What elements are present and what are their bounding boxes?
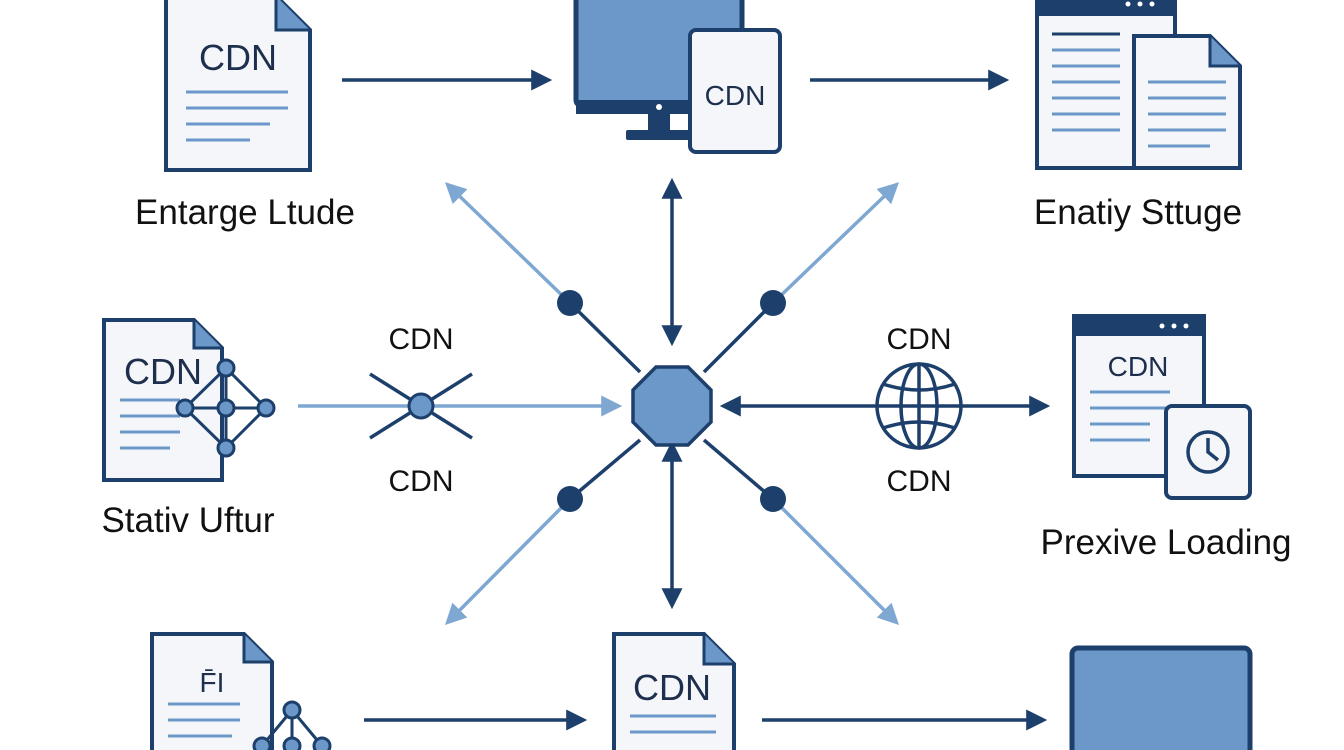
dot-ne bbox=[760, 290, 786, 316]
document-icon bbox=[612, 632, 736, 750]
screen-icon bbox=[1069, 645, 1253, 750]
top-right-node: Enatiy Sttuge bbox=[1034, 0, 1242, 232]
diag-ne-light bbox=[771, 182, 900, 305]
octagon-hub-icon bbox=[631, 365, 713, 447]
diag-nw-dark bbox=[568, 301, 642, 374]
dot-sw bbox=[557, 486, 583, 512]
bottom-center-doc-text: CDN bbox=[633, 667, 711, 708]
bottom-left-doc-text: F̄I bbox=[200, 667, 225, 698]
document-network-icon bbox=[102, 318, 276, 482]
diag-sw-dark bbox=[568, 438, 642, 501]
mid-right-connector-bottom-text: CDN bbox=[887, 465, 952, 498]
globe-icon bbox=[875, 362, 963, 450]
top-right-caption: Enatiy Sttuge bbox=[1034, 193, 1242, 232]
top-center-node: CDN bbox=[573, 0, 782, 154]
bottom-center-node: CDN bbox=[612, 632, 736, 750]
browser-pages-icon bbox=[1035, 0, 1242, 170]
top-left-caption: Entarge Ltude bbox=[135, 193, 355, 232]
cross-node-icon bbox=[369, 372, 473, 440]
diag-sw-light bbox=[445, 497, 572, 625]
mid-left-doc-text: CDN bbox=[124, 351, 202, 392]
mid-left-connector-top-text: CDN bbox=[389, 323, 454, 356]
bottom-left-node: F̄I bbox=[150, 632, 332, 750]
dot-nw bbox=[557, 290, 583, 316]
mid-right-node: CDN Prexive Loading bbox=[1041, 314, 1292, 562]
top-center-device-text: CDN bbox=[705, 80, 766, 111]
mid-left-connector-bottom-text: CDN bbox=[389, 465, 454, 498]
top-left-node: CDN Entarge Ltude bbox=[135, 0, 355, 232]
mid-left-node: CDN Stativ Uftur bbox=[101, 318, 276, 540]
document-network-icon bbox=[150, 632, 332, 750]
diag-ne-dark bbox=[702, 301, 775, 374]
document-icon bbox=[164, 0, 312, 172]
mid-right-browser-text: CDN bbox=[1108, 351, 1169, 382]
diag-nw-light bbox=[444, 182, 572, 305]
diagonal-dots bbox=[557, 290, 786, 512]
monitor-tablet-icon bbox=[573, 0, 782, 154]
mid-right-caption: Prexive Loading bbox=[1041, 523, 1292, 562]
mid-right-connector-top-text: CDN bbox=[887, 323, 952, 356]
mid-right-connector: CDN CDN bbox=[875, 323, 963, 498]
top-left-doc-text: CDN bbox=[199, 37, 277, 78]
diag-se-light bbox=[771, 497, 899, 625]
diag-se-dark bbox=[702, 438, 775, 501]
bottom-right-node bbox=[1069, 645, 1253, 750]
dot-se bbox=[760, 486, 786, 512]
browser-clock-icon bbox=[1072, 314, 1252, 500]
mid-left-connector: CDN CDN bbox=[369, 323, 473, 498]
mid-left-caption: Stativ Uftur bbox=[101, 501, 274, 540]
